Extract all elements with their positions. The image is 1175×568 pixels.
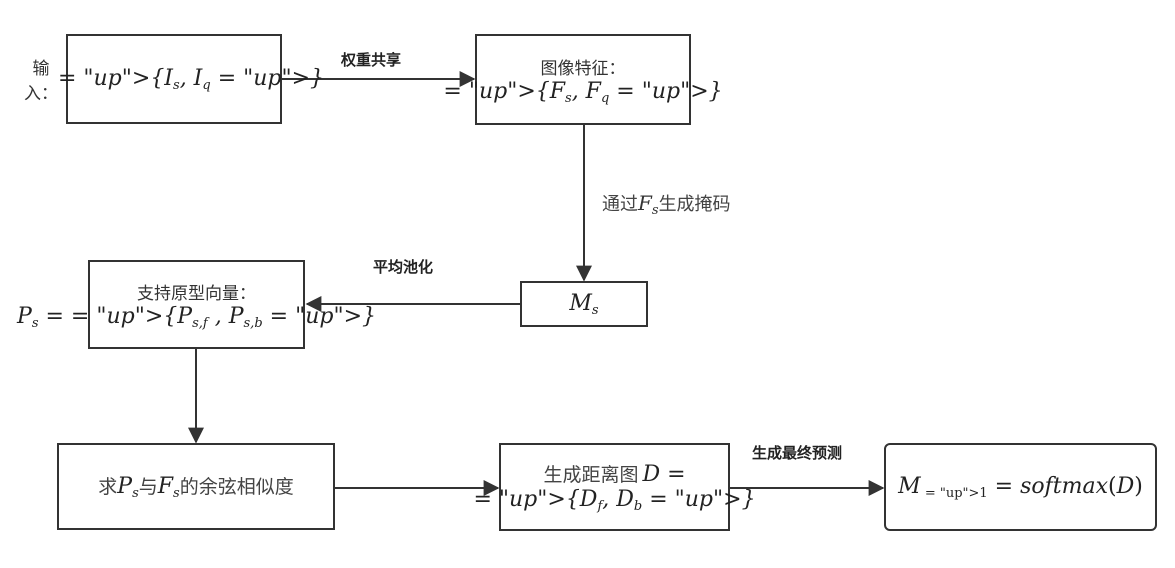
generate-mask-pre: 通过 bbox=[602, 194, 638, 215]
generate-mask-math: Fs bbox=[638, 191, 659, 218]
distance-math: = "up">{Df, Db = "up">} bbox=[473, 487, 756, 514]
cosine-label-mid: 与 bbox=[138, 476, 158, 498]
features-label: 图像特征： bbox=[540, 58, 626, 79]
cosine-math-a: Ps bbox=[117, 474, 139, 501]
cosine-node: 求 Ps 与 Fs 的余弦相似度 bbox=[57, 443, 335, 530]
prototype-math: Ps = = "up">{Ps,f , Ps,b = "up">} bbox=[17, 303, 376, 331]
distance-node: 生成距离图 D = = "up">{Df, Db = "up">} bbox=[473, 443, 756, 531]
output-math: M = "up">1 = softmax(D) bbox=[898, 473, 1143, 501]
mask-node: Ms bbox=[520, 281, 648, 327]
mask-math: Ms bbox=[569, 290, 599, 318]
input-node: 输入： = "up">{Is, Iq = "up">} bbox=[24, 34, 324, 124]
prototype-label: 支持原型向量： bbox=[137, 283, 256, 304]
edge-label-weight-sharing: 权重共享 bbox=[341, 51, 402, 69]
input-math: = "up">{Is, Iq = "up">} bbox=[57, 65, 325, 93]
cosine-label-post: 的余弦相似度 bbox=[179, 476, 294, 498]
features-node: 图像特征： = "up">{Fs, Fq = "up">} bbox=[443, 34, 723, 125]
features-math: = "up">{Fs, Fq = "up">} bbox=[443, 78, 723, 106]
input-label: 输入： bbox=[23, 59, 58, 104]
edge-label-generate-mask: 通过Fs生成掩码 bbox=[602, 190, 731, 218]
cosine-math-b: Fs bbox=[157, 474, 180, 501]
output-node: M = "up">1 = softmax(D) bbox=[884, 443, 1157, 531]
prototype-node: 支持原型向量： Ps = = "up">{Ps,f , Ps,b = "up">… bbox=[17, 260, 376, 349]
distance-label: 生成距离图 bbox=[543, 464, 639, 486]
edge-label-average-pooling: 平均池化 bbox=[373, 258, 434, 276]
generate-mask-post: 生成掩码 bbox=[658, 194, 731, 215]
edge-label-final-prediction: 生成最终预测 bbox=[752, 444, 843, 462]
cosine-label-pre: 求 bbox=[98, 476, 118, 498]
distance-math-head: D = bbox=[642, 462, 686, 487]
